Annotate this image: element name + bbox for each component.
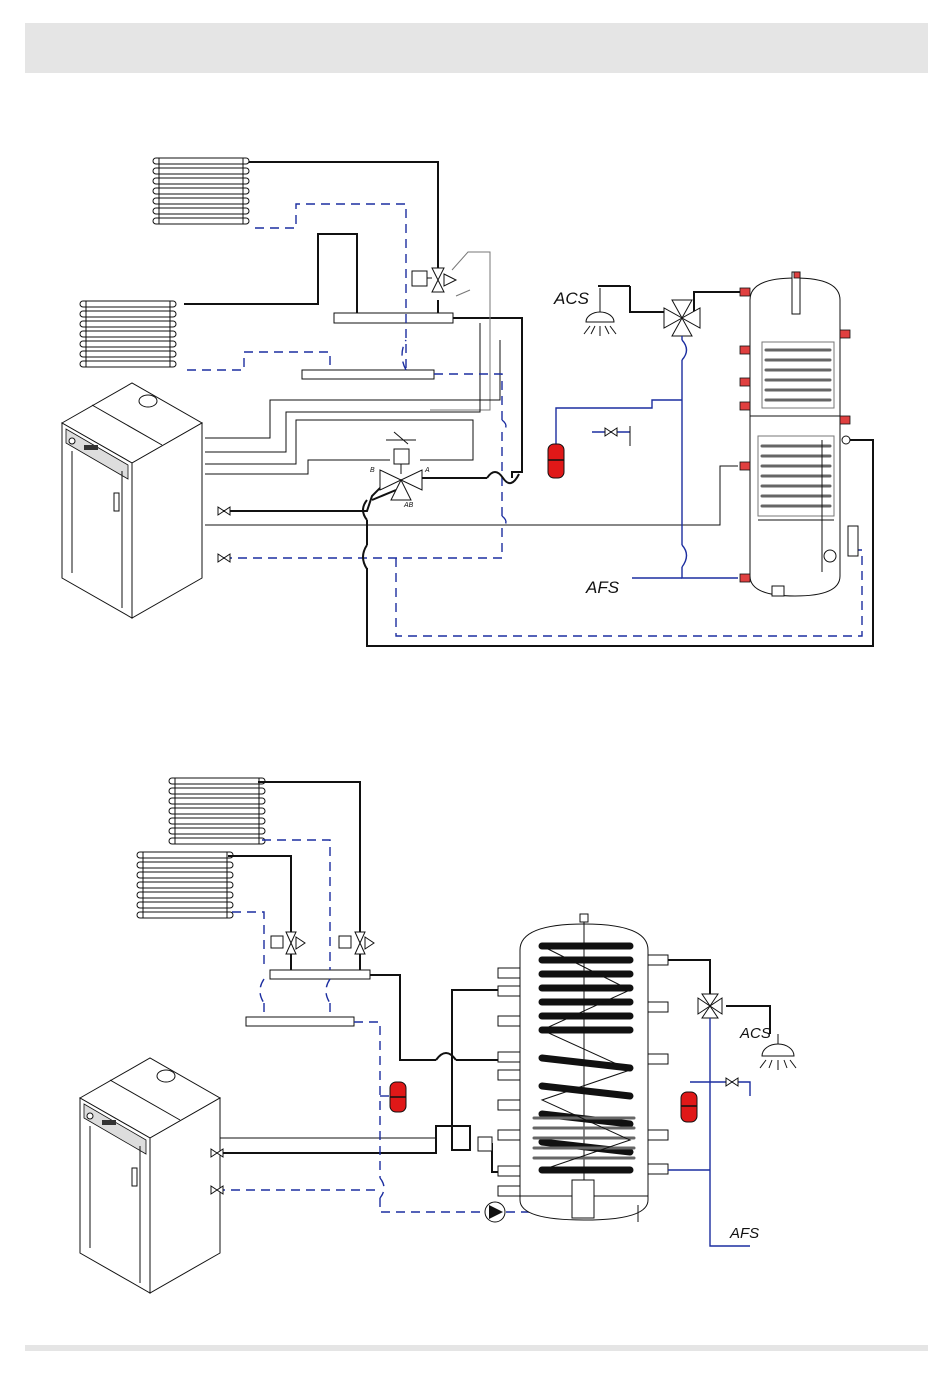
return-collector [302,370,434,379]
boiler-top [62,383,202,618]
gate-valve-top-2 [218,554,230,562]
zone-valve-top [412,252,490,410]
port-b-label: B [370,467,375,474]
dhw-tank-top [740,272,858,596]
zone-valve-bottom-1 [271,932,305,954]
afs-label-bottom: AFS [729,1225,759,1242]
diagram-bottom: ACS AFS [80,778,796,1293]
radiator-bottom-1 [169,778,265,844]
expansion-vessel-bottom-dhw [681,1092,697,1122]
acs-label-bottom: ACS [739,1025,771,1042]
valve-actuator-bottom [478,1137,492,1151]
circulation-pump [485,1202,505,1222]
radiator-bottom-2 [137,852,233,918]
flow-collector-bottom [270,970,370,979]
buffer-tank [498,914,668,1222]
acs-label-top: ACS [553,289,590,308]
port-ab-label: AB [403,502,414,509]
boiler-bottom [80,1058,220,1293]
zone-valve-bottom-2 [339,932,374,954]
afs-label-top: AFS [585,578,620,597]
gate-valve-top-1 [218,507,230,515]
diagram-top: B A AB [62,158,873,646]
footer-rule [25,1345,928,1351]
radiator-top-1 [153,158,249,224]
mixing-valve-bottom [698,994,722,1018]
expansion-vessel-top [548,444,564,478]
return-collector-bottom [246,1017,354,1026]
radiator-top-2 [80,301,176,367]
flow-collector [334,313,453,323]
port-a-label: A [424,467,430,474]
